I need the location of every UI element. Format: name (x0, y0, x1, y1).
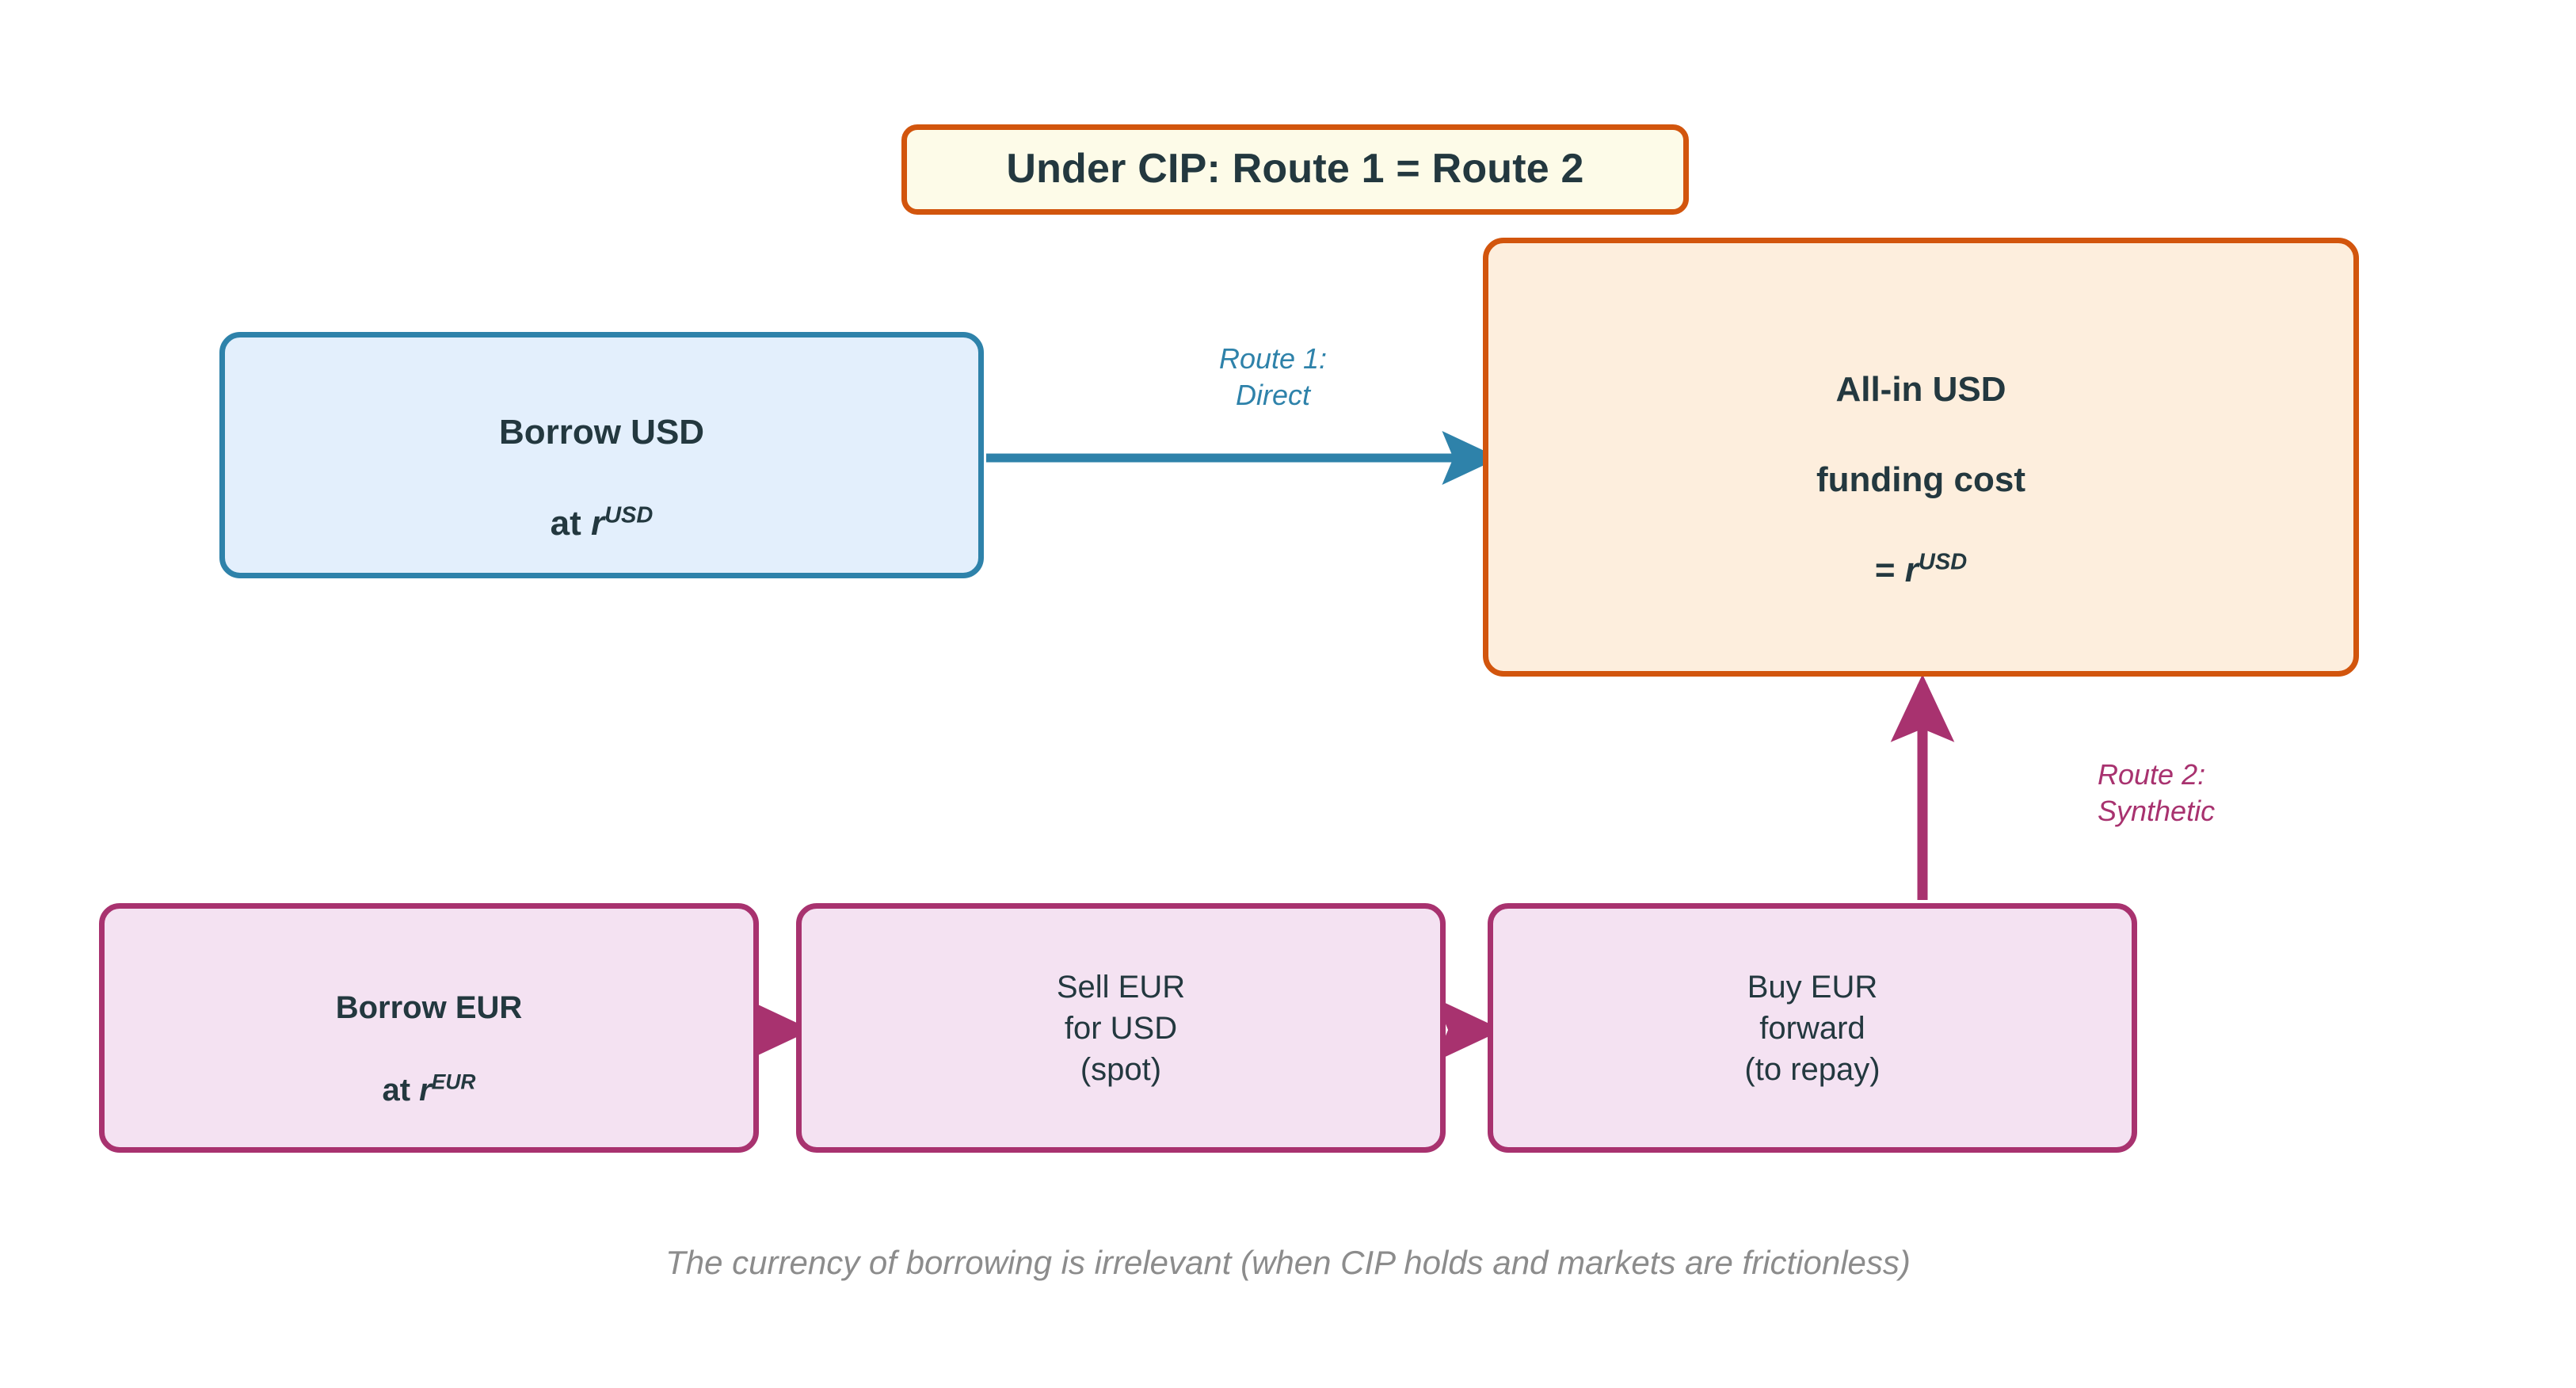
footer-caption: The currency of borrowing is irrelevant … (665, 1244, 1911, 1281)
node-all-in-line1: All-in USD (1835, 369, 2006, 409)
edge-label-route2-synthetic: Route 2: Synthetic (2098, 758, 2216, 828)
node-borrow-eur-rate-symbol: r (419, 1072, 432, 1108)
node-sell-eur-for-usd-spot[interactable]: Sell EUR for USD (spot) (796, 903, 1446, 1153)
node-borrow-eur-label: Borrow EUR at rEUR (336, 946, 523, 1111)
node-buy-eur-label: Buy EUR forward (to repay) (1744, 969, 1881, 1087)
node-borrow-usd-label: Borrow USD at rUSD (499, 364, 704, 546)
node-all-in-line3-prefix: = (1874, 551, 1905, 590)
diagram-title-banner: Under CIP: Route 1 = Route 2 (901, 124, 1689, 215)
node-borrow-usd[interactable]: Borrow USD at rUSD (219, 332, 984, 578)
node-borrow-eur-line2-prefix: at (382, 1072, 420, 1108)
diagram-title-text: Under CIP: Route 1 = Route 2 (1006, 146, 1584, 193)
node-borrow-usd-rate-superscript: USD (604, 502, 654, 528)
node-borrow-usd-line2-prefix: at (550, 503, 591, 543)
node-borrow-eur-rate-superscript: EUR (431, 1070, 476, 1094)
node-all-in-rate-symbol: r (1904, 551, 1919, 590)
node-all-in-usd-funding-cost-label: All-in USD funding cost = rUSD (1816, 321, 2025, 593)
node-borrow-usd-line1: Borrow USD (498, 413, 705, 452)
node-borrow-eur-line1: Borrow EUR (335, 990, 523, 1025)
node-all-in-line2: funding cost (1816, 460, 2025, 499)
node-borrow-eur[interactable]: Borrow EUR at rEUR (99, 903, 759, 1153)
edge-label-route1-direct: Route 1: Direct (1218, 342, 1328, 412)
node-borrow-usd-rate-symbol: r (590, 503, 605, 543)
node-all-in-usd-funding-cost[interactable]: All-in USD funding cost = rUSD (1483, 238, 2359, 677)
node-buy-eur-forward[interactable]: Buy EUR forward (to repay) (1488, 903, 2137, 1153)
node-sell-eur-label: Sell EUR for USD (spot) (1056, 969, 1186, 1087)
node-all-in-rate-superscript: USD (1918, 549, 1968, 575)
